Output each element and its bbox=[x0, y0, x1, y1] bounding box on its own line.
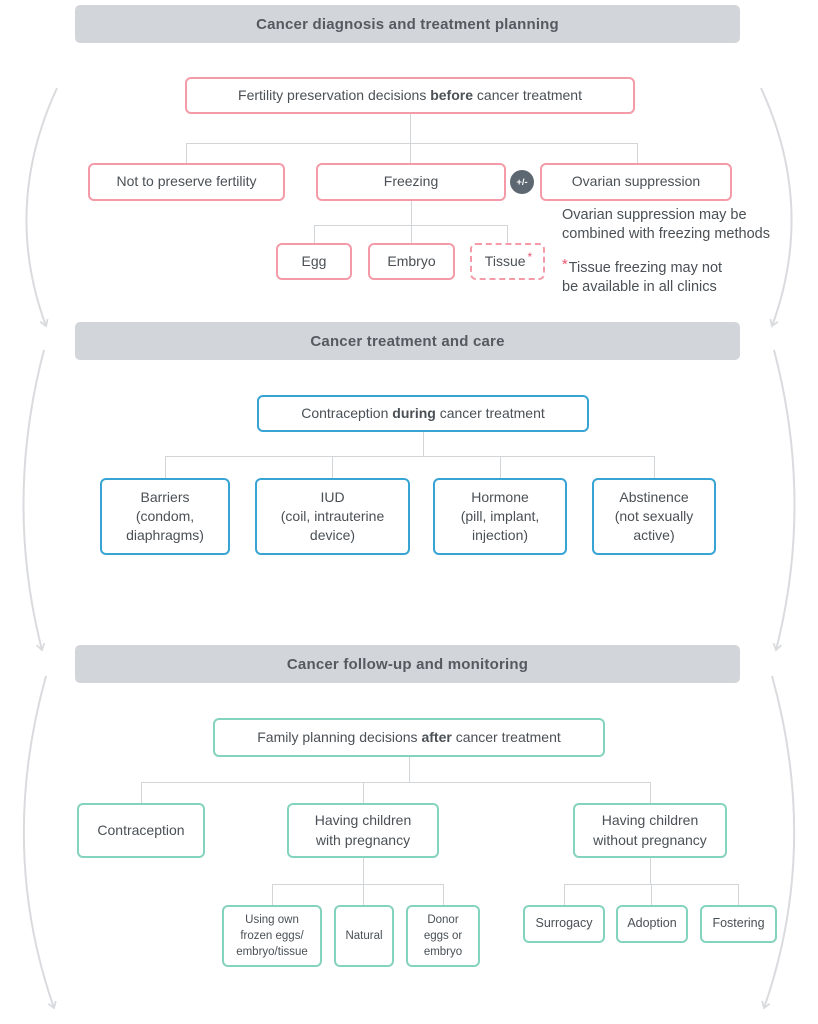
contraception-during-box: Contraception during cancer treatment bbox=[257, 395, 589, 432]
family-planning-decisions-box: Family planning decisions after cancer t… bbox=[213, 718, 605, 757]
iud-box: IUD (coil, intrauterine device) bbox=[255, 478, 410, 555]
cycle-arc-left-2 bbox=[22, 349, 46, 652]
connector-line bbox=[650, 782, 651, 803]
egg-freezing-box: Egg bbox=[276, 243, 352, 280]
section-header-treatment: Cancer treatment and care bbox=[75, 322, 740, 360]
connector-line bbox=[423, 432, 424, 456]
plus-minus-badge: +/- bbox=[510, 170, 534, 194]
fostering-box: Fostering bbox=[700, 905, 777, 943]
connector-line bbox=[363, 782, 364, 803]
connector-line bbox=[272, 884, 273, 905]
connector-line bbox=[186, 143, 637, 144]
connector-line bbox=[141, 782, 142, 803]
tissue-label: Tissue* bbox=[484, 249, 533, 269]
ovarian-suppression-box: Ovarian suppression bbox=[540, 163, 732, 201]
hormone-box: Hormone (pill, implant, injection) bbox=[433, 478, 567, 555]
adoption-box: Adoption bbox=[616, 905, 688, 943]
connector-line bbox=[637, 143, 638, 163]
barriers-box: Barriers (condom, diaphragms) bbox=[100, 478, 230, 555]
not-preserve-fertility-box: Not to preserve fertility bbox=[88, 163, 285, 201]
cycle-arc-left-1 bbox=[25, 87, 58, 328]
connector-line bbox=[507, 225, 508, 243]
freezing-box: Freezing bbox=[316, 163, 506, 201]
connector-line bbox=[411, 225, 412, 243]
tissue-availability-note: *Tissue freezing may not be available in… bbox=[562, 257, 723, 296]
natural-box: Natural bbox=[334, 905, 394, 967]
cycle-arc-right-2 bbox=[772, 349, 796, 652]
having-children-with-pregnancy-box: Having children with pregnancy bbox=[287, 803, 439, 858]
using-own-frozen-box: Using own frozen eggs/ embryo/tissue bbox=[222, 905, 322, 967]
connector-line bbox=[651, 884, 652, 905]
connector-line bbox=[443, 884, 444, 905]
connector-line bbox=[363, 884, 364, 905]
connector-line bbox=[363, 858, 364, 884]
family-planning-decisions-label: Family planning decisions after cancer t… bbox=[257, 728, 561, 745]
connector-line bbox=[500, 456, 501, 478]
connector-line bbox=[165, 456, 166, 478]
connector-line bbox=[738, 884, 739, 905]
connector-line bbox=[272, 884, 443, 885]
connector-line bbox=[332, 456, 333, 478]
connector-line bbox=[564, 884, 565, 905]
connector-line bbox=[410, 114, 411, 143]
connector-line bbox=[186, 143, 187, 163]
ovarian-combine-note: Ovarian suppression may be combined with… bbox=[562, 207, 770, 243]
connector-line bbox=[650, 858, 651, 884]
section-header-followup: Cancer follow-up and monitoring bbox=[75, 645, 740, 683]
tissue-asterisk: * bbox=[527, 249, 533, 264]
embryo-freezing-box: Embryo bbox=[368, 243, 455, 280]
contraception-during-label: Contraception during cancer treatment bbox=[301, 404, 545, 421]
tissue-freezing-box: Tissue* bbox=[470, 243, 545, 280]
connector-line bbox=[410, 143, 411, 163]
connector-line bbox=[654, 456, 655, 478]
connector-line bbox=[411, 201, 412, 225]
section-header-diagnosis: Cancer diagnosis and treatment planning bbox=[75, 5, 740, 43]
abstinence-box: Abstinence (not sexually active) bbox=[592, 478, 716, 555]
contraception-after-box: Contraception bbox=[77, 803, 205, 858]
cycle-arc-left-3 bbox=[22, 675, 57, 1010]
note-asterisk: * bbox=[562, 257, 568, 273]
connector-line bbox=[141, 782, 650, 783]
connector-line bbox=[165, 456, 654, 457]
having-children-without-pregnancy-box: Having children without pregnancy bbox=[573, 803, 727, 858]
connector-line bbox=[314, 225, 507, 226]
fertility-preservation-decisions-box: Fertility preservation decisions before … bbox=[185, 77, 635, 114]
fertility-preservation-decisions-label: Fertility preservation decisions before … bbox=[238, 86, 582, 103]
connector-line bbox=[409, 757, 410, 782]
cycle-arc-right-3 bbox=[761, 675, 796, 1010]
surrogacy-box: Surrogacy bbox=[523, 905, 605, 943]
connector-line bbox=[314, 225, 315, 243]
donor-eggs-embryo-box: Donor eggs or embryo bbox=[406, 905, 480, 967]
